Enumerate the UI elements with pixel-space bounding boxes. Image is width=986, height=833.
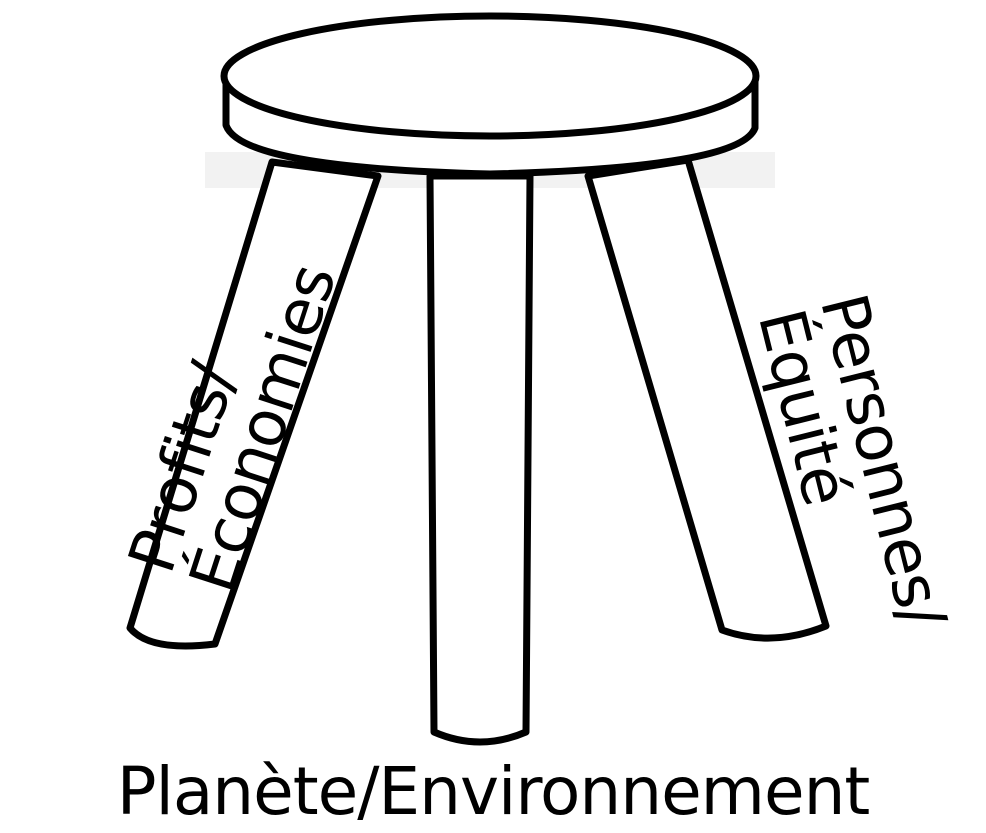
seat-top bbox=[224, 16, 756, 136]
center-leg bbox=[430, 176, 530, 742]
label-planete-environnement: Planète/Environnement bbox=[0, 752, 986, 832]
